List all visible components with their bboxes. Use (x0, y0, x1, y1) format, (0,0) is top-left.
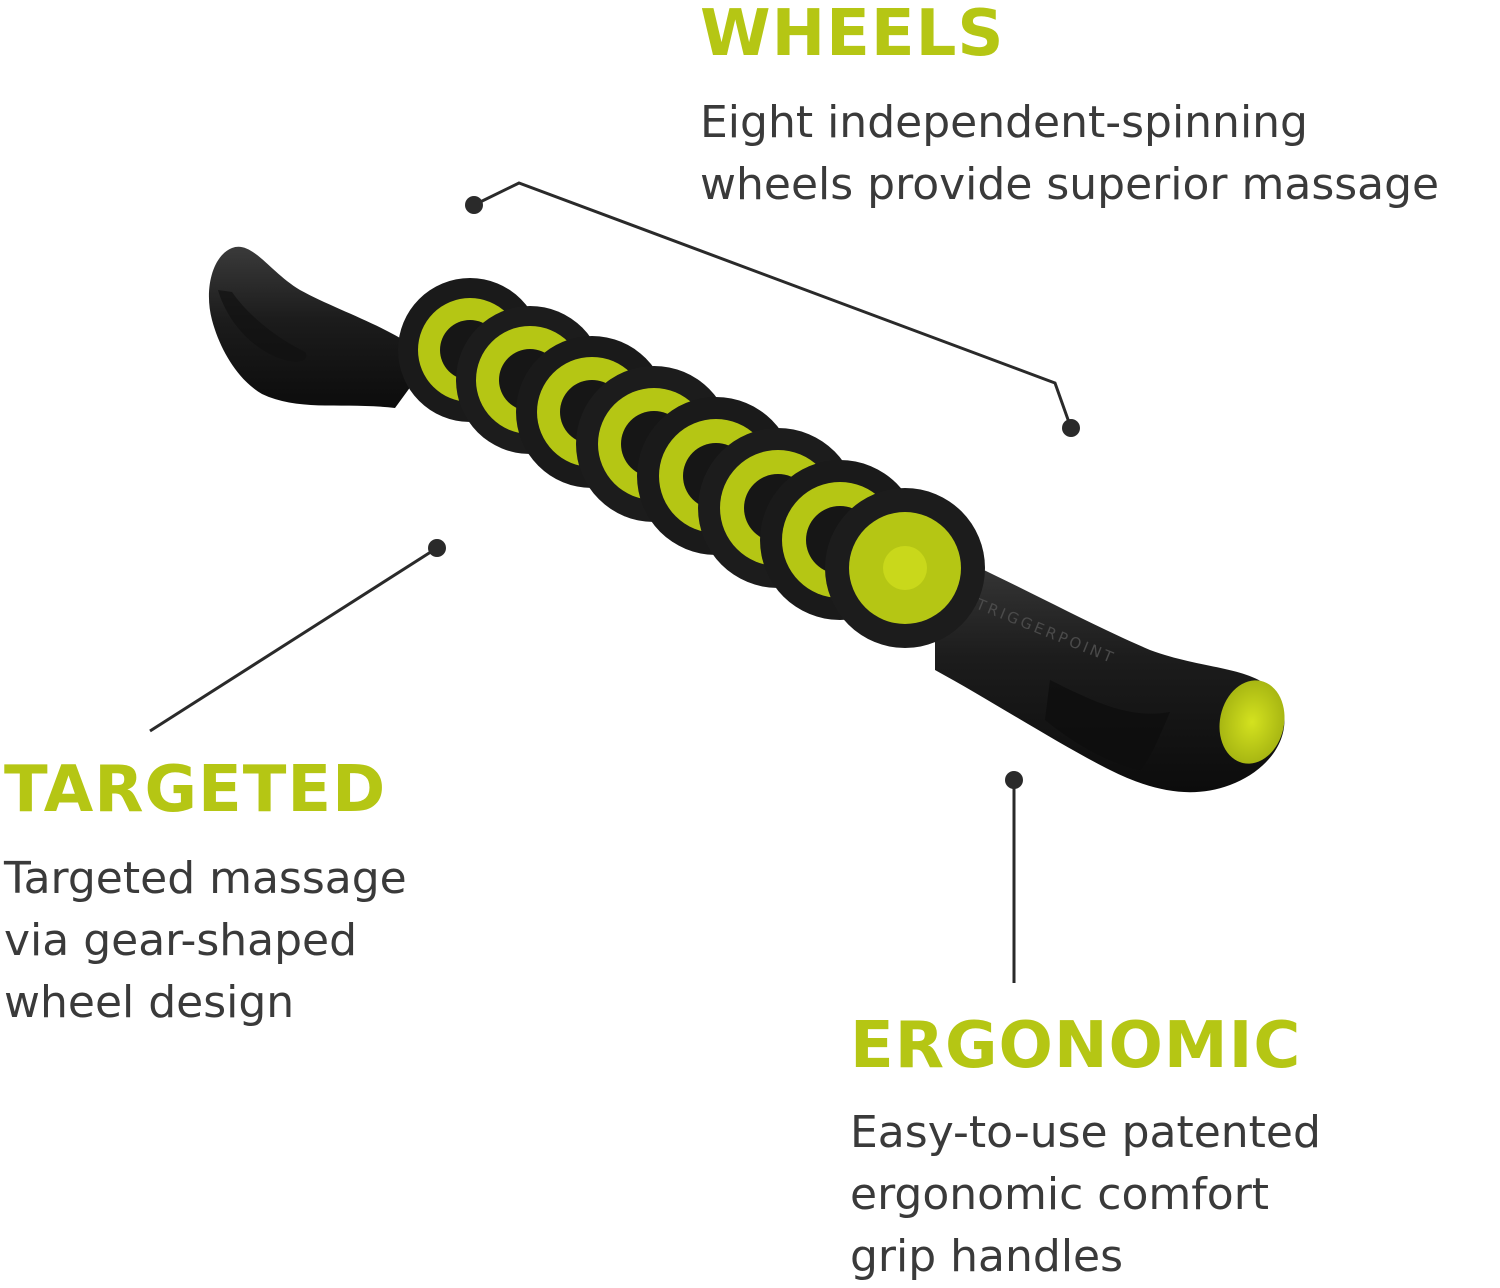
ergonomic-description-line: Easy-to-use patented (850, 1107, 1321, 1158)
ergonomic-description: Easy-to-use patented ergonomic comfort g… (850, 1102, 1321, 1288)
wheels-callout: WHEELS Eight independent-spinning wheels… (700, 2, 1439, 216)
ergonomic-dot (1005, 771, 1023, 789)
targeted-heading: TARGETED (4, 753, 387, 827)
targeted-leader-line (149, 546, 438, 733)
targeted-description: Targeted massage via gear-shaped wheel d… (4, 848, 407, 1034)
targeted-description-line: Targeted massage (4, 853, 407, 904)
wheels-description: Eight independent-spinning wheels provid… (700, 92, 1439, 216)
right-handle: TRIGGERPOINT (935, 548, 1285, 793)
targeted-description-line: via gear-shaped (4, 915, 358, 966)
wheels-dot-start (465, 196, 483, 214)
wheel-8 (825, 488, 985, 648)
targeted-callout: TARGETED Targeted massage via gear-shape… (4, 758, 407, 1034)
end-cap (1219, 680, 1285, 764)
left-handle (208, 246, 430, 408)
ergonomic-callout: ERGONOMIC Easy-to-use patented ergonomic… (850, 1014, 1321, 1288)
targeted-description-line: wheel design (4, 977, 295, 1028)
targeted-dot (428, 539, 446, 557)
wheels-description-line: wheels provide superior massage (700, 159, 1440, 210)
wheels-dot-end (1062, 419, 1080, 437)
ergonomic-heading: ERGONOMIC (850, 1009, 1302, 1083)
ergonomic-description-line: grip handles (850, 1231, 1124, 1282)
wheel-stack (398, 278, 985, 648)
leader-dots (428, 196, 1080, 789)
wheels-description-line: Eight independent-spinning (700, 97, 1308, 148)
leader-lines (149, 181, 1073, 983)
wheels-heading: WHEELS (700, 0, 1005, 71)
ergonomic-description-line: ergonomic comfort (850, 1169, 1270, 1220)
wheels-leader-line (473, 181, 1073, 429)
